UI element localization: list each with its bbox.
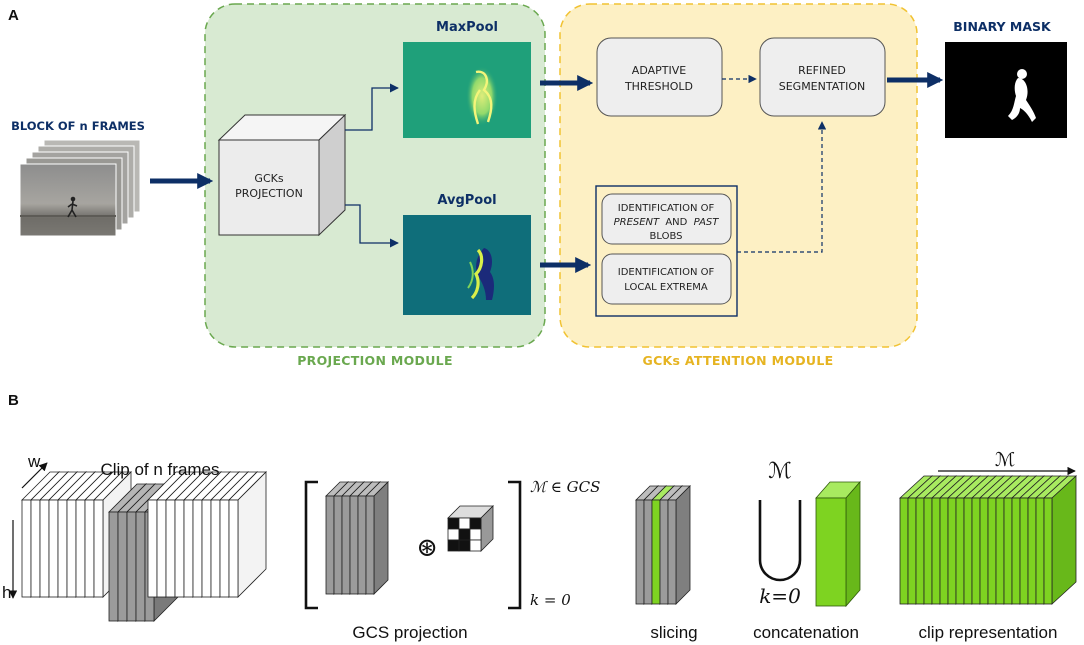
h-axis-label: h	[2, 583, 11, 602]
maxpool-label: MaxPool	[436, 20, 498, 35]
arrow-to-maxpool	[345, 83, 399, 131]
union-top-symbol: ℳ	[768, 459, 792, 484]
frame	[228, 471, 267, 598]
identification-extrema-line1: IDENTIFICATION OF	[618, 267, 715, 278]
kernel-cube	[447, 505, 494, 552]
refined-segmentation-box	[759, 37, 886, 117]
gcs-slab	[365, 481, 389, 595]
clip-rep-slab	[1042, 475, 1078, 605]
identification-blobs-line1: IDENTIFICATION OF	[618, 203, 715, 214]
adaptive-threshold-line1: ADAPTIVE	[632, 64, 686, 77]
identification-blobs-box	[601, 193, 732, 245]
union-bottom-label: k=0	[759, 584, 801, 608]
kernel-cell	[447, 517, 460, 530]
kernel-cell	[458, 517, 471, 530]
right-bracket	[508, 480, 522, 610]
caption-concatenation: concatenation	[753, 623, 859, 642]
concatenation-green-slab	[815, 480, 861, 608]
slice-gray	[667, 485, 691, 605]
kernel-cell	[469, 517, 482, 530]
set-condition: ℳ ∈ GCS	[530, 478, 600, 496]
identification-container	[595, 185, 738, 317]
maxpool-image	[403, 42, 531, 138]
projection-module-label: PROJECTION MODULE	[297, 353, 453, 368]
binary-mask-image	[945, 42, 1067, 138]
avgpool-image	[403, 215, 531, 315]
kernel-cell	[458, 528, 471, 541]
arrow-identification-to-refined	[737, 121, 827, 253]
kernel-cell	[447, 528, 460, 541]
clip-representation-arrow-label: ℳ	[995, 449, 1015, 471]
caption-gcs-projection: GCS projection	[352, 623, 467, 642]
caption-slicing: slicing	[650, 623, 697, 642]
identification-blobs-line2: PRESENT AND PAST	[614, 217, 720, 228]
projection-box-line1: GCKs	[254, 172, 283, 185]
refined-segmentation-line1: REFINED	[798, 64, 846, 77]
adaptive-threshold-box	[596, 37, 723, 117]
union-symbol	[758, 500, 802, 582]
clip-representation-block	[898, 475, 1078, 605]
panel-a-letter: A	[8, 7, 19, 24]
input-frame-stack	[19, 139, 141, 237]
kernel-cell	[469, 528, 482, 541]
identification-extrema-box	[601, 253, 732, 305]
kernel-cell	[469, 539, 482, 552]
gcs-frame-slabs	[325, 481, 389, 595]
kernel-cell	[458, 539, 471, 552]
clip-label: Clip of n frames	[100, 460, 219, 479]
w-axis-arrow	[21, 462, 48, 489]
arrow-to-avgpool	[345, 204, 399, 248]
avgpool-label: AvgPool	[437, 193, 496, 208]
convolution-symbol: ⊛	[416, 533, 438, 563]
gcks-projection-cube	[217, 113, 347, 237]
attention-module-label: GCKs ATTENTION MODULE	[643, 353, 834, 368]
k-condition: k = 0	[530, 591, 571, 609]
input-frames-label: BLOCK OF n FRAMES	[11, 119, 145, 133]
refined-segmentation-line2: SEGMENTATION	[779, 80, 866, 93]
panel-b-letter: B	[8, 392, 19, 409]
kernel-cell	[447, 539, 460, 552]
left-bracket	[304, 480, 318, 610]
slicing-slabs	[635, 485, 691, 605]
adaptive-threshold-line2: THRESHOLD	[624, 80, 693, 93]
identification-blobs-line3: BLOBS	[650, 231, 683, 242]
frames-block	[21, 471, 267, 622]
w-axis-label: w	[27, 452, 41, 471]
projection-box-line2: PROJECTION	[235, 187, 303, 200]
binary-mask-label: BINARY MASK	[953, 19, 1052, 34]
identification-extrema-line2: LOCAL EXTREMA	[624, 282, 708, 293]
caption-clip-representation: clip representation	[919, 623, 1058, 642]
